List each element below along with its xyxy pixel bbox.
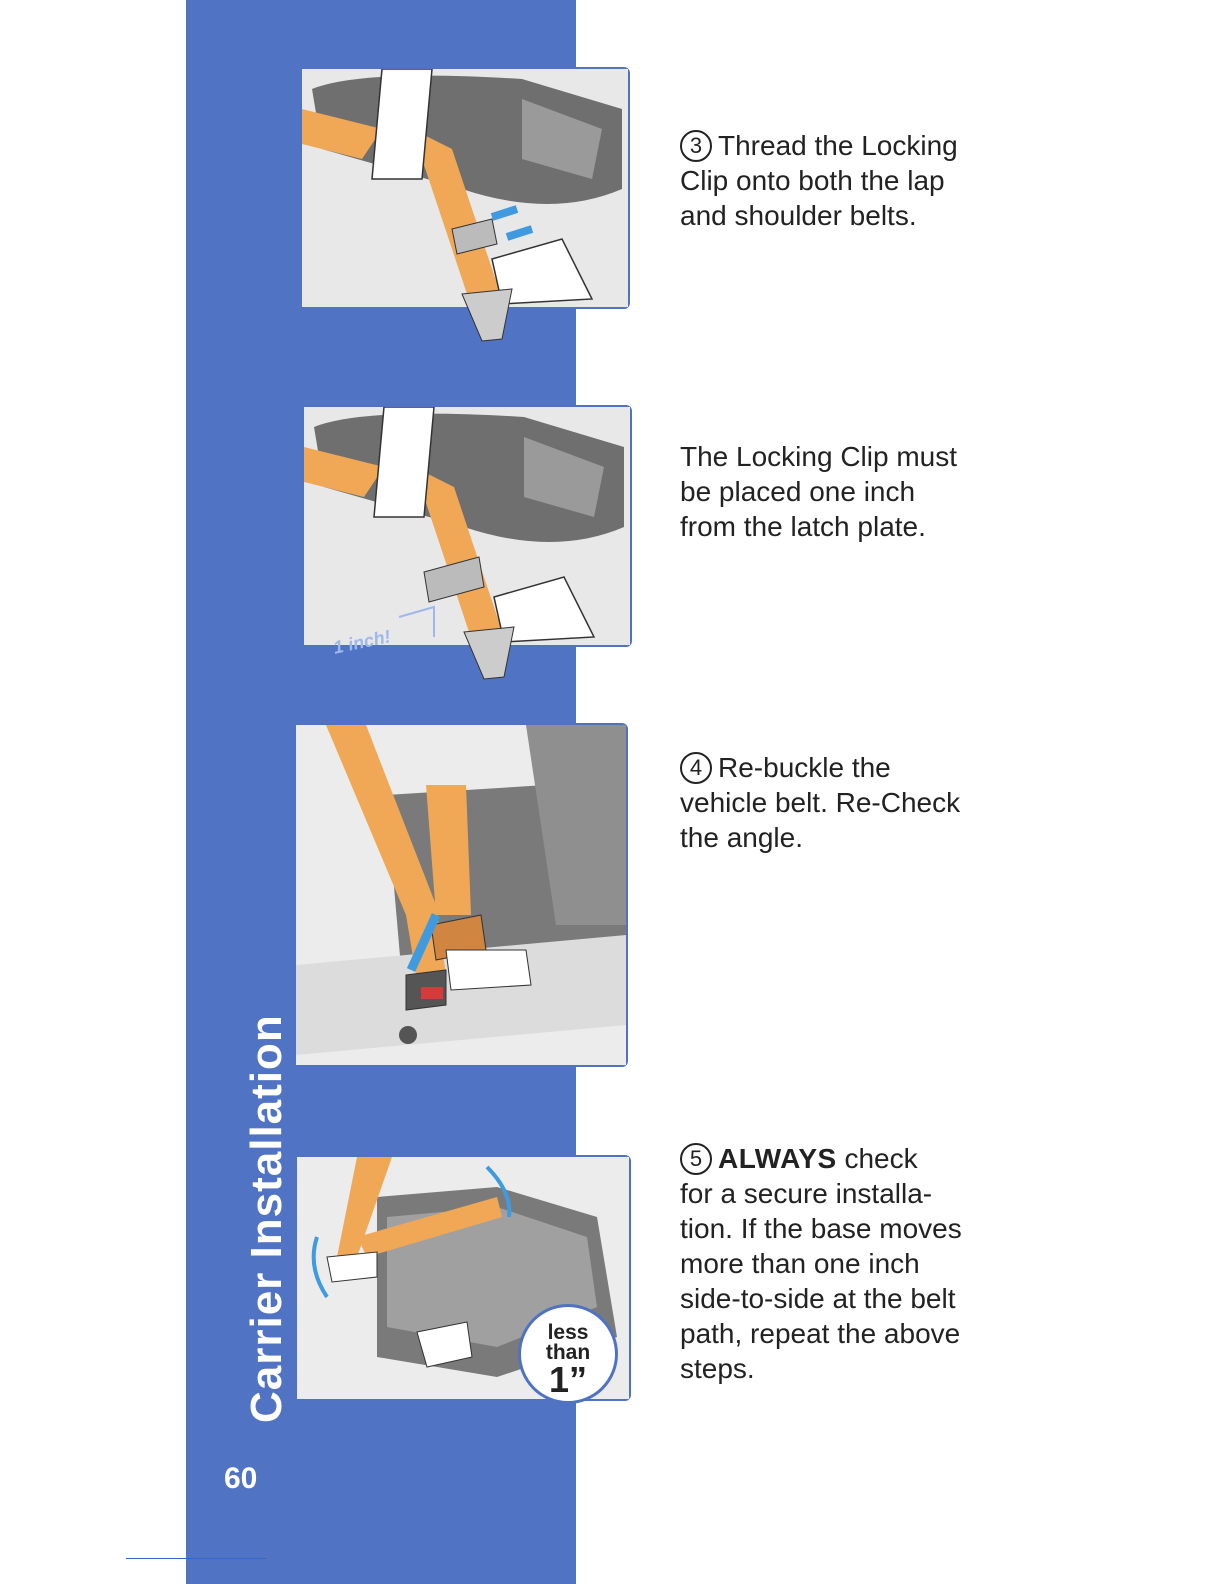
arrow-icon	[406, 913, 441, 972]
illustration-rebuckle	[294, 723, 628, 1067]
footer-rule	[126, 1558, 266, 1559]
page-number: 60	[224, 1462, 258, 1495]
illustration-thread-clip	[300, 67, 630, 342]
section-title: Carrier Installation	[242, 1014, 291, 1423]
step-number: 4	[680, 752, 712, 784]
arrow-icon	[490, 205, 519, 221]
step-number: 3	[680, 130, 712, 162]
illustration-one-inch	[302, 405, 632, 680]
locking-clip-note: The Locking Clip must be placed one inch…	[680, 441, 958, 542]
emphasis-always: ALWAYS	[718, 1143, 837, 1174]
less-than-one-inch-badge: less than 1”	[518, 1304, 618, 1404]
step-number: 5	[680, 1143, 712, 1175]
